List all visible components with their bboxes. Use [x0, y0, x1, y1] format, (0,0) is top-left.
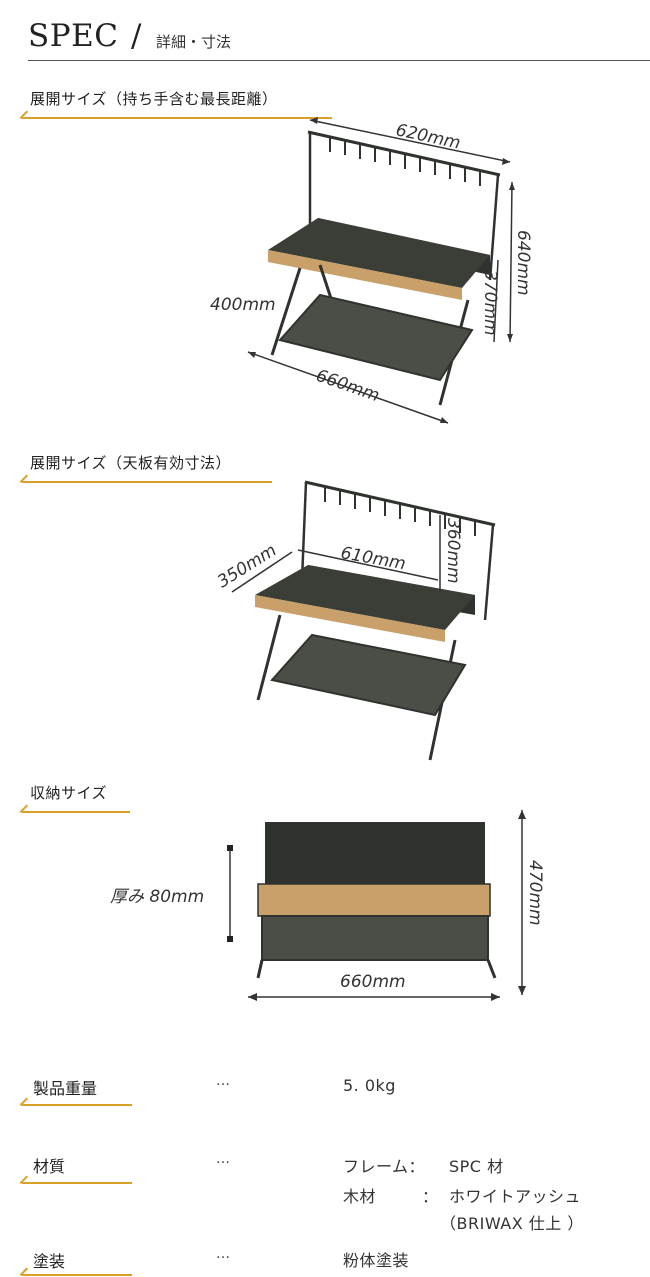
row-underline — [22, 1252, 132, 1276]
wood-colon: ： — [422, 1187, 439, 1206]
dim-470: 470mm — [525, 860, 545, 926]
section-underline — [22, 789, 130, 813]
dots: … — [216, 1073, 231, 1089]
dim-660: 660mm — [313, 366, 382, 406]
dots: … — [216, 1151, 231, 1167]
title-slash: / — [131, 18, 142, 54]
section-underline — [22, 459, 272, 483]
figure-storage: 厚み 80mm 660mm 470mm — [110, 810, 545, 1001]
section-underline — [22, 95, 332, 119]
dim-storage-width: 660mm — [340, 972, 406, 992]
page-subtitle: 詳細・寸法 — [156, 33, 232, 51]
dim-360: 360mm — [443, 518, 463, 584]
frame-label: フレーム： — [343, 1157, 426, 1176]
frame-value: SPC 材 — [449, 1157, 504, 1176]
dim-400: 400mm — [210, 295, 276, 315]
wood-value: ホワイトアッシュ — [449, 1187, 582, 1206]
folded-mesh — [261, 915, 489, 961]
figure-expanded-top: 360mm 610mm 350mm — [214, 480, 496, 761]
row-underline — [22, 1082, 132, 1106]
page-header: SPEC / 詳細・寸法 — [28, 14, 650, 61]
dim-610: 610mm — [339, 543, 407, 574]
page-title: SPEC — [28, 18, 119, 54]
row-underline — [22, 1160, 132, 1184]
wood-label: 木材 — [343, 1187, 377, 1206]
value-weight: 5. 0kg — [343, 1076, 396, 1095]
dim-thickness: 厚み 80mm — [110, 887, 204, 907]
figure-expanded-max: 620mm 640mm 370mm 400mm 660mm — [210, 117, 533, 424]
dots: … — [216, 1246, 231, 1262]
folded-top-panel — [265, 822, 485, 884]
dim-370: 370mm — [480, 270, 500, 336]
dim-620: 620mm — [394, 120, 462, 153]
dim-640: 640mm — [513, 230, 533, 296]
hook-rail — [329, 137, 481, 186]
wood-board — [268, 250, 462, 300]
wood-note: （BRIWAX 仕上 ） — [440, 1214, 584, 1233]
value-coating: 粉体塗装 — [343, 1251, 410, 1270]
bottom-mesh-shelf — [278, 293, 474, 382]
folded-wood — [257, 883, 491, 917]
